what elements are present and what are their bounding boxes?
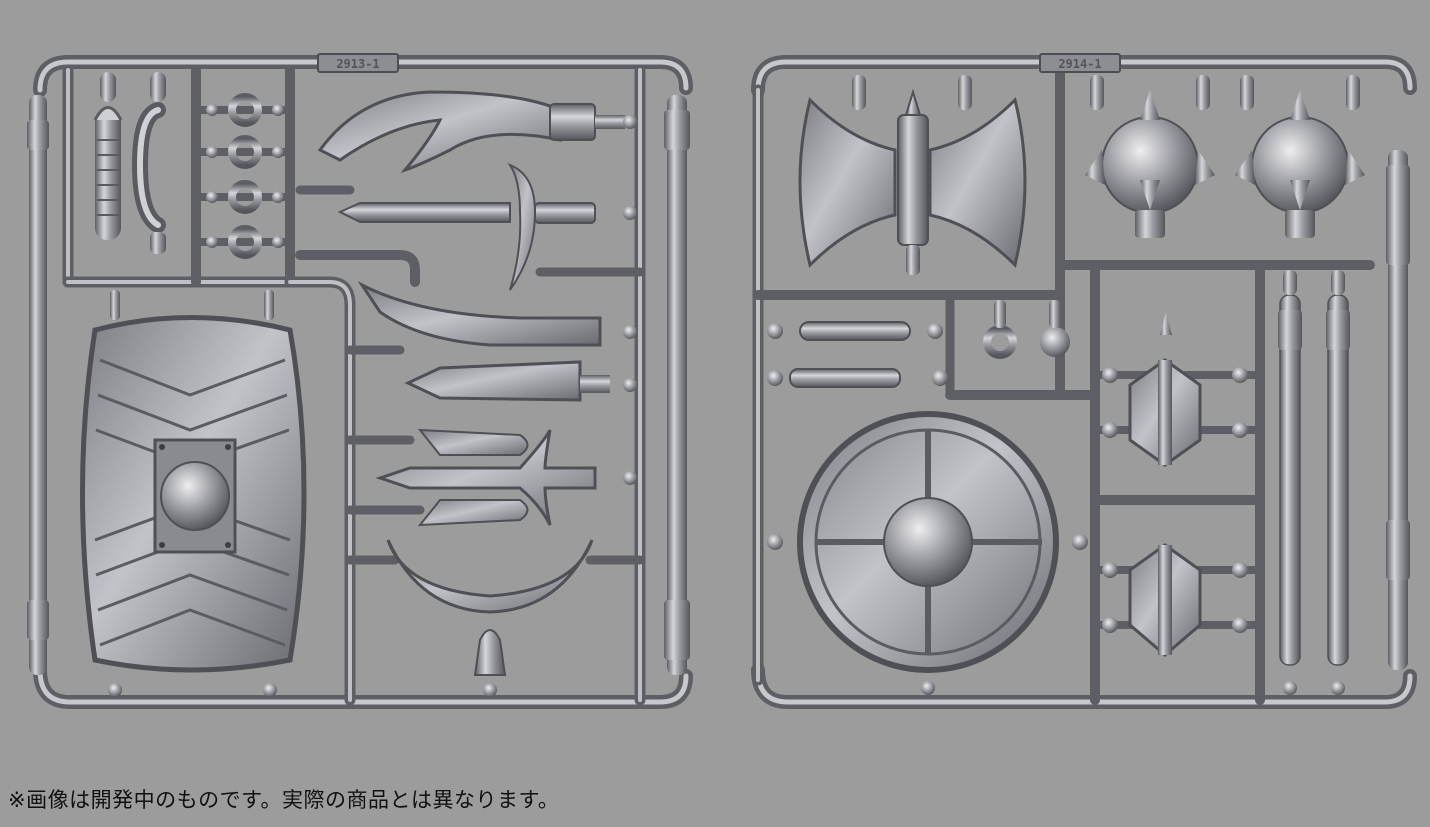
sprue-label-right: 2914-1: [1039, 53, 1121, 73]
curved-guard-part: [767, 321, 943, 341]
sprue-label-right-text: 2914-1: [1058, 57, 1101, 71]
flanged-mace-head-part-2: [1102, 543, 1248, 657]
straight-sword-part: [337, 162, 637, 291]
flanged-mace-head-part-1: [1102, 312, 1248, 467]
left-pole-outer: [27, 95, 49, 675]
sprue-label-left: 2913-1: [317, 53, 399, 73]
left-pole-inner: [664, 95, 690, 675]
crescent-blade-part: [386, 539, 594, 697]
spiked-ball-part-1: [1085, 75, 1215, 238]
small-ring-and-ball-part: [983, 300, 1070, 359]
grip-bar-part: [767, 368, 948, 388]
sprue-label-left-text: 2913-1: [336, 57, 379, 71]
spear-head-part: [404, 360, 637, 402]
tower-shield-part: [80, 290, 307, 697]
small-rings-part: [206, 93, 284, 259]
staff-shaft-part-2: [1326, 270, 1350, 695]
trident-part: [375, 428, 637, 527]
double-axe-part: [798, 75, 1027, 275]
staff-shaft-part-1: [1278, 270, 1302, 695]
falchion-blade-part: [357, 281, 637, 347]
right-pole-outer: [1386, 150, 1410, 670]
ring-handle-part: [131, 72, 166, 254]
spiked-ball-part-2: [1235, 75, 1365, 238]
round-shield-part: [767, 411, 1088, 695]
disclaimer-caption: ※画像は開発中のものです。実際の商品とは異なります。: [8, 788, 560, 812]
scimitar-blade-part: [317, 90, 637, 174]
sword-grip-part: [93, 72, 123, 240]
